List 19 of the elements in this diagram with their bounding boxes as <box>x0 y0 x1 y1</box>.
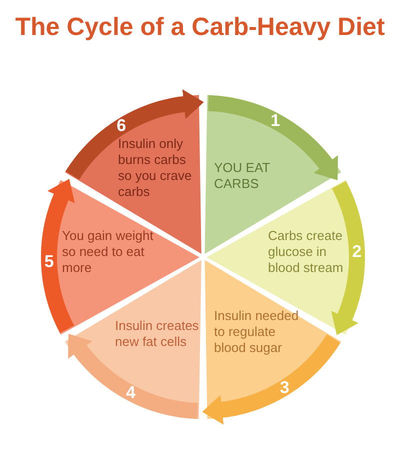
curved-arrow <box>66 90 204 180</box>
step-text: Insulin needed to regulate blood sugar <box>214 308 300 356</box>
step-number: 1 <box>270 112 282 130</box>
curved-arrow <box>68 334 198 419</box>
curved-arrow <box>330 181 365 336</box>
title: The Cycle of a Carb-Heavy Diet <box>14 12 386 42</box>
step-text: Insulin only burns carbs so you crave carbs <box>118 136 193 200</box>
step-text: Carbs create glucose in blood stream <box>268 228 344 276</box>
step-number: 4 <box>124 384 136 402</box>
curved-arrow <box>208 95 338 180</box>
step-number: 3 <box>278 378 290 397</box>
step-text: You gain weight so need to eat more <box>62 228 154 276</box>
step-text: YOU EAT CARBS <box>214 160 271 192</box>
step-text: Insulin creates new fat cells <box>114 318 199 350</box>
step-number: 2 <box>351 242 363 261</box>
curved-arrow <box>202 334 340 424</box>
step-number: 5 <box>43 253 55 272</box>
curved-arrow <box>41 178 76 333</box>
step-number: 6 <box>116 117 128 136</box>
